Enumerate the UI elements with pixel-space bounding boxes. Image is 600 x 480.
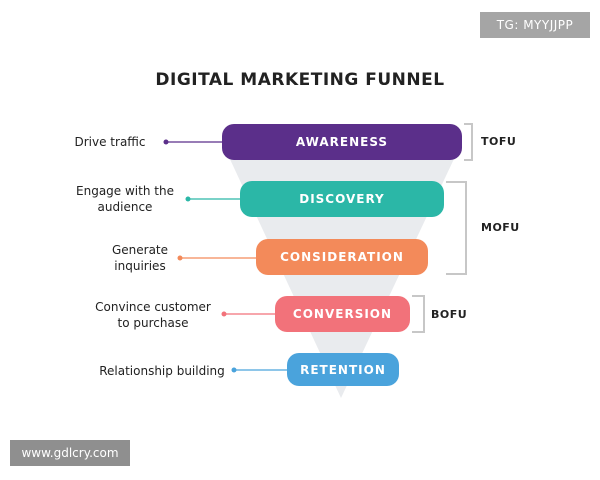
description-line: audience xyxy=(97,200,153,214)
description-line: to purchase xyxy=(117,316,189,330)
description-line: Relationship building xyxy=(99,364,225,378)
phase-bofu: BOFU xyxy=(431,308,468,321)
description-line: Convince customer xyxy=(95,300,211,314)
connector-retention xyxy=(231,367,287,373)
description-line: Drive traffic xyxy=(74,135,146,149)
connector-discovery xyxy=(185,196,240,202)
bofu-bracket xyxy=(412,295,425,333)
phase-mofu: MOFU xyxy=(481,221,520,234)
description-awareness: Drive traffic xyxy=(60,134,160,150)
tofu-bracket xyxy=(464,123,473,161)
stage-consideration: CONSIDERATION xyxy=(256,239,428,275)
description-conversion: Convince customer to purchase xyxy=(88,299,218,331)
description-line: Engage with the xyxy=(76,184,174,198)
stage-discovery: DISCOVERY xyxy=(240,181,444,217)
phase-tofu: TOFU xyxy=(481,135,517,148)
mofu-bracket xyxy=(446,181,467,275)
connector-awareness xyxy=(163,139,222,145)
page-title: DIGITAL MARKETING FUNNEL xyxy=(155,70,445,90)
connector-conversion xyxy=(221,311,275,317)
connector-consideration xyxy=(177,255,256,261)
telegram-watermark: TG: MYYJJPP xyxy=(480,12,590,38)
stage-awareness: AWARENESS xyxy=(222,124,462,160)
description-discovery: Engage with the audience xyxy=(70,183,180,215)
stage-conversion: CONVERSION xyxy=(275,296,410,332)
description-consideration: Generate inquiries xyxy=(100,242,180,274)
description-retention: Relationship building xyxy=(92,363,232,379)
stage-retention: RETENTION xyxy=(287,353,399,386)
description-line: inquiries xyxy=(114,259,166,273)
description-line: Generate xyxy=(111,243,169,257)
website-watermark: www.gdlcry.com xyxy=(10,440,130,466)
